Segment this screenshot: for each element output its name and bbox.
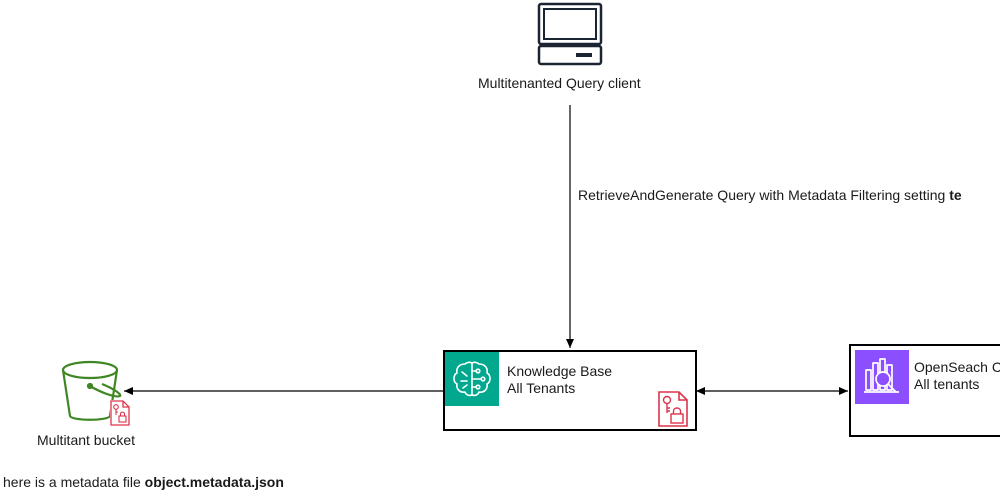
query-edge-label: RetrieveAndGenerate Query with Metadata … — [578, 187, 962, 203]
footer-filename: object.metadata.json — [144, 474, 284, 490]
opensearch-icon — [855, 350, 909, 404]
query-edge-text: RetrieveAndGenerate Query with Metadata … — [578, 187, 950, 203]
query-edge-bold-text: te — [949, 187, 962, 203]
footer-note-text: here is a metadata file — [3, 474, 145, 490]
client-label: Multitenanted Query client — [478, 75, 641, 91]
encrypted-file-icon — [657, 390, 689, 428]
s3-bucket-icon[interactable] — [60, 358, 130, 426]
bucket-label: Multitant bucket — [37, 432, 136, 448]
bucket-encrypted-file-icon — [110, 400, 130, 426]
computer-client-icon — [536, 2, 604, 66]
knowledge-base-title: Knowledge Base — [507, 363, 613, 379]
opensearch-subtitle: All tenants — [914, 376, 980, 392]
knowledge-base-subtitle: All Tenants — [507, 380, 576, 396]
opensearch-box[interactable]: OpenSeach C All tenants — [849, 344, 1000, 437]
bedrock-brain-icon — [445, 352, 499, 406]
footer-note: here is a metadata file object.metadata.… — [3, 474, 284, 490]
knowledge-base-box[interactable]: Knowledge Base All Tenants — [443, 350, 697, 431]
opensearch-title: OpenSeach C — [914, 359, 1000, 375]
